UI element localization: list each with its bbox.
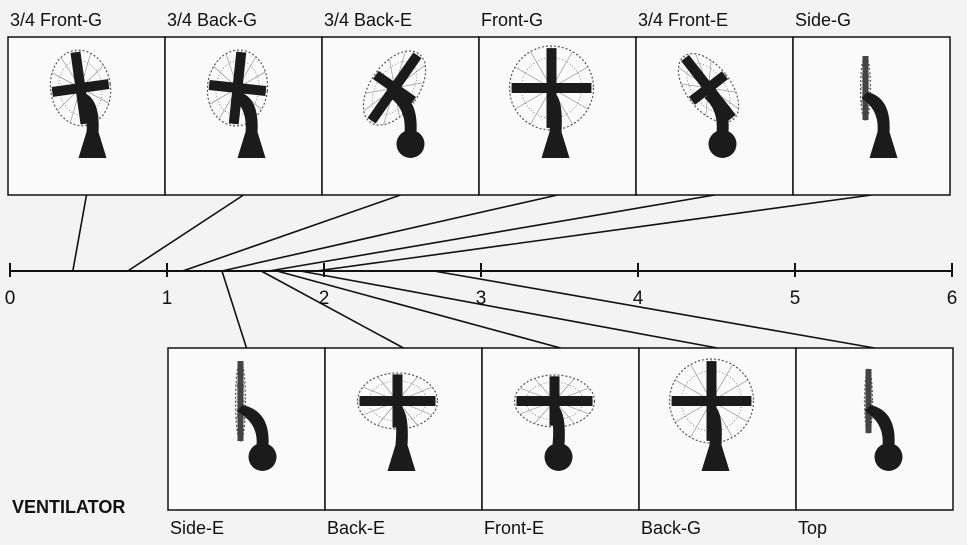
- connector-line: [127, 194, 244, 272]
- number-line: 0 1 2 3 4 5 6: [5, 263, 958, 309]
- view-label: 3/4 Front-E: [638, 10, 728, 30]
- view-frame: [321, 36, 480, 196]
- view-panel: 3/4 Front-E: [635, 10, 794, 196]
- view-panel: Back-E: [324, 347, 483, 538]
- view-panel: 3/4 Back-E: [321, 10, 480, 196]
- axis-tick-label: 3: [476, 288, 487, 309]
- connector-line: [221, 194, 558, 272]
- fan-illustration: [206, 49, 269, 158]
- view-label: Side-G: [795, 10, 851, 30]
- fan-illustration: [234, 360, 277, 471]
- view-panel: Front-E: [481, 347, 640, 538]
- fan-illustration: [513, 374, 596, 471]
- fan-illustration: [508, 45, 595, 158]
- connector-line: [260, 270, 404, 349]
- fan-illustration: [362, 50, 427, 158]
- connector-line: [268, 194, 715, 272]
- connector-line: [276, 270, 561, 349]
- view-label: Side-E: [170, 518, 224, 538]
- view-frame: [481, 347, 640, 511]
- view-frame: [795, 347, 954, 511]
- view-label: 3/4 Back-G: [167, 10, 257, 30]
- axis-tick-label: 2: [319, 288, 330, 309]
- view-panel: Top: [795, 347, 954, 538]
- view-label: Back-E: [327, 518, 385, 538]
- axis-tick-label: 6: [947, 288, 958, 309]
- view-label: 3/4 Back-E: [324, 10, 412, 30]
- view-frame: [792, 36, 951, 196]
- view-label: 3/4 Front-G: [10, 10, 102, 30]
- view-panel: 3/4 Back-G: [164, 10, 323, 196]
- view-panel: Side-G: [792, 10, 951, 196]
- view-panel: Side-E: [167, 347, 326, 538]
- fan-illustration: [859, 55, 898, 158]
- diagram-title: VENTILATOR: [12, 497, 125, 517]
- view-frame: [167, 347, 326, 511]
- view-label: Front-E: [484, 518, 544, 538]
- view-panel: Front-G: [478, 10, 637, 196]
- bottom-view-row: Side-E Back-E Front-E Back-G Top: [167, 347, 954, 538]
- fan-illustration: [356, 372, 439, 471]
- connector-line: [72, 194, 88, 272]
- view-panel: 3/4 Front-G: [7, 10, 166, 196]
- view-label: Front-G: [481, 10, 543, 30]
- connector-lines: [72, 194, 875, 349]
- axis-tick-label: 4: [633, 288, 644, 309]
- fan-illustration: [49, 49, 112, 158]
- view-panel: Back-G: [638, 347, 797, 538]
- axis-tick-label: 1: [162, 288, 173, 309]
- connector-line: [433, 270, 875, 349]
- axis-tick-label: 5: [790, 288, 801, 309]
- connector-line: [221, 270, 248, 349]
- connector-line: [300, 270, 718, 349]
- top-view-row: 3/4 Front-G 3/4 Back-G 3/4 Back-E Front-G 3/…: [7, 10, 951, 196]
- fan-illustration: [677, 53, 740, 158]
- connector-line: [316, 194, 872, 272]
- view-frame: [635, 36, 794, 196]
- connector-line: [182, 194, 401, 272]
- fan-illustration: [863, 368, 903, 471]
- view-label: Back-G: [641, 518, 701, 538]
- fan-illustration: [668, 358, 755, 471]
- axis-tick-label: 0: [5, 288, 16, 309]
- view-label: Top: [798, 518, 827, 538]
